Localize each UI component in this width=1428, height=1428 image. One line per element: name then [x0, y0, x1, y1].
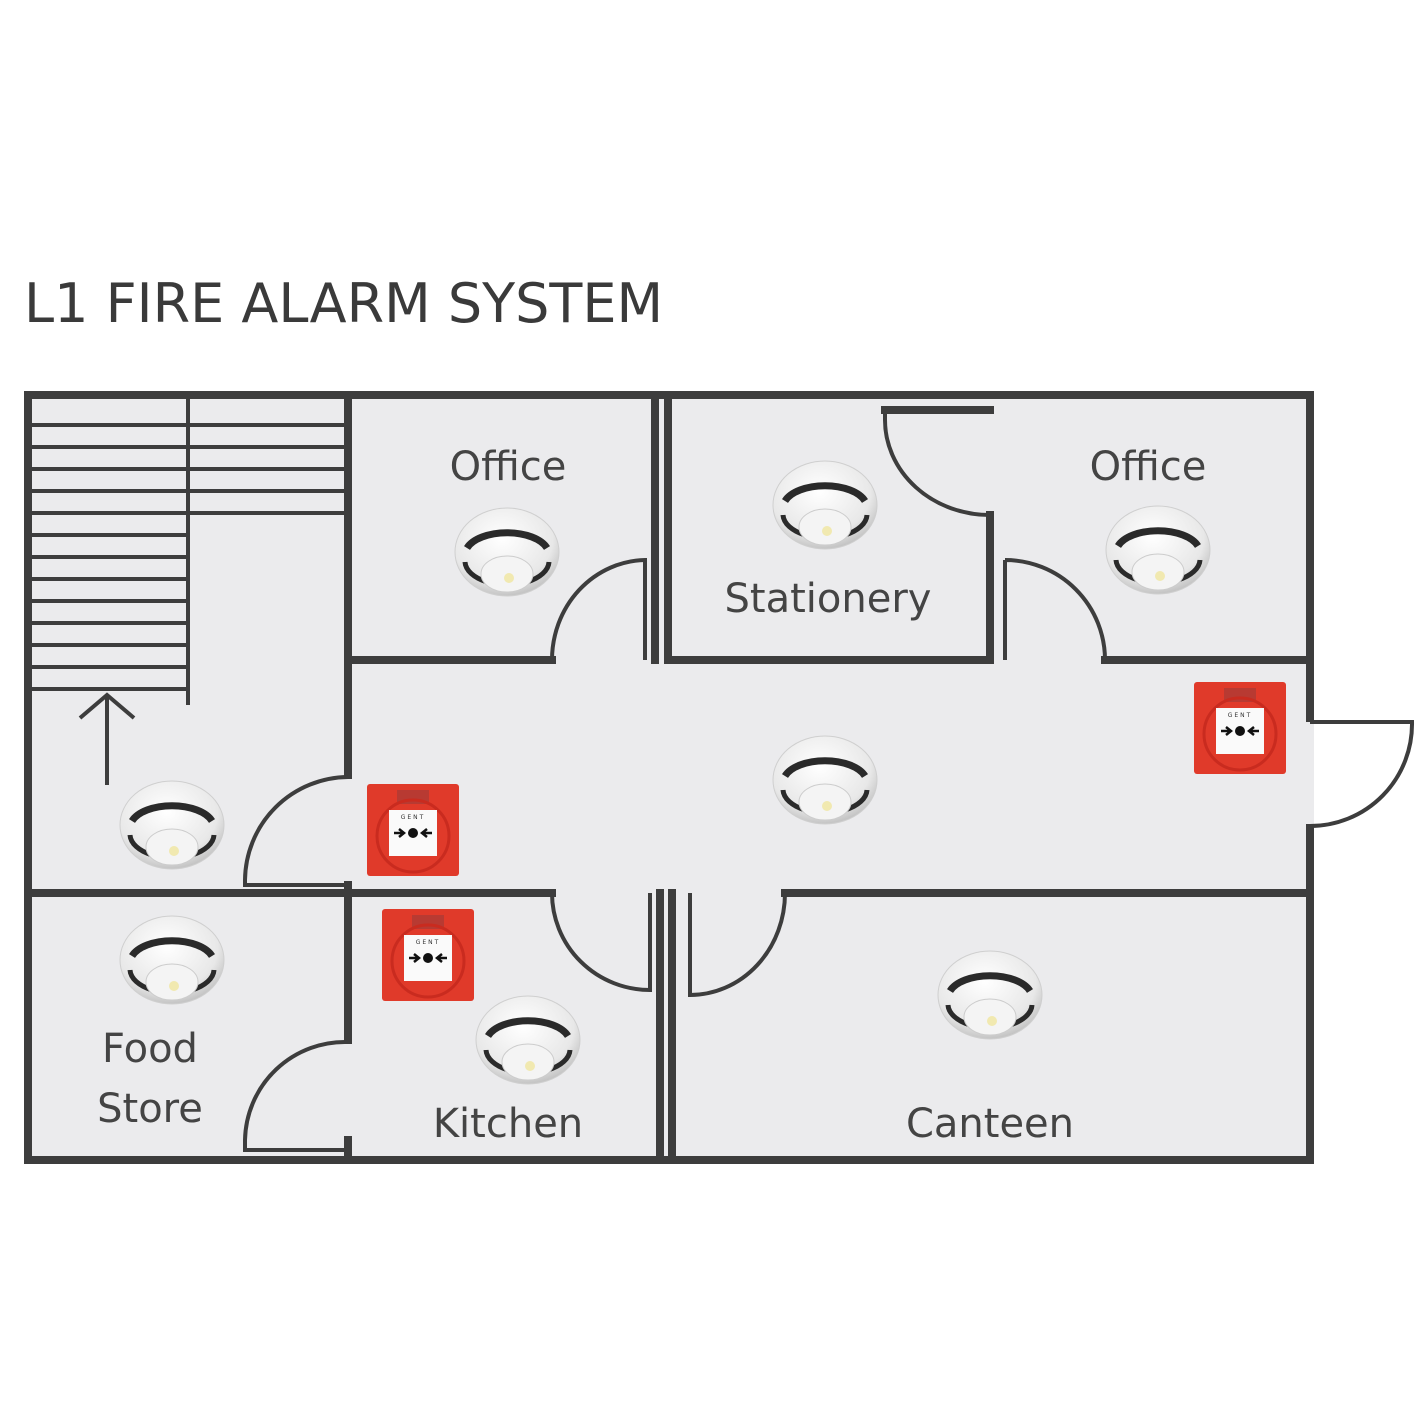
door-exit[interactable] — [1309, 720, 1415, 828]
door-kitchen[interactable] — [550, 892, 652, 993]
smoke-detector-icon — [119, 915, 225, 1005]
door-stair[interactable] — [243, 775, 349, 887]
manual-call-point-icon: GENT — [367, 784, 459, 876]
door-food-store[interactable] — [243, 1039, 349, 1152]
device-brand: GENT — [401, 814, 426, 821]
door-office-left[interactable] — [550, 557, 647, 661]
room-label-kitchen: Kitchen — [433, 1101, 583, 1147]
walls — [24, 391, 1415, 1164]
room-label-office-right: Office — [1090, 444, 1207, 490]
wall-office-left — [344, 391, 659, 664]
smoke-detector-icon — [937, 950, 1043, 1040]
smoke-detector-icon — [772, 735, 878, 825]
device-brand: GENT — [416, 939, 441, 946]
stairs — [30, 399, 345, 705]
door-canteen[interactable] — [688, 892, 787, 998]
room-labels: Office Stationery Office Food Store Kitc… — [97, 444, 1206, 1147]
smoke-detector-icon — [772, 460, 878, 550]
door-office-right[interactable] — [1003, 558, 1107, 661]
stairs-up-arrow-icon — [78, 692, 136, 785]
room-label-canteen: Canteen — [906, 1101, 1074, 1147]
manual-call-point-icon: GENT — [382, 909, 474, 1001]
manual-call-point-icon: GENT — [1194, 682, 1286, 774]
wall-kitchen-canteen — [344, 889, 1314, 1164]
room-label-store: Store — [97, 1086, 203, 1132]
room-label-stationery: Stationery — [725, 576, 932, 622]
smoke-detector-icon — [1105, 505, 1211, 595]
smoke-detector-icon — [475, 995, 581, 1085]
diagram-title: L1 FIRE ALARM SYSTEM — [24, 272, 664, 335]
smoke-detector-icon — [454, 507, 560, 597]
device-brand: GENT — [1228, 712, 1253, 719]
smoke-detector-icon — [119, 780, 225, 870]
door-stationery[interactable] — [883, 410, 991, 517]
room-label-food: Food — [102, 1026, 198, 1072]
wall-stationery — [664, 391, 994, 664]
room-label-office-left: Office — [450, 444, 567, 490]
